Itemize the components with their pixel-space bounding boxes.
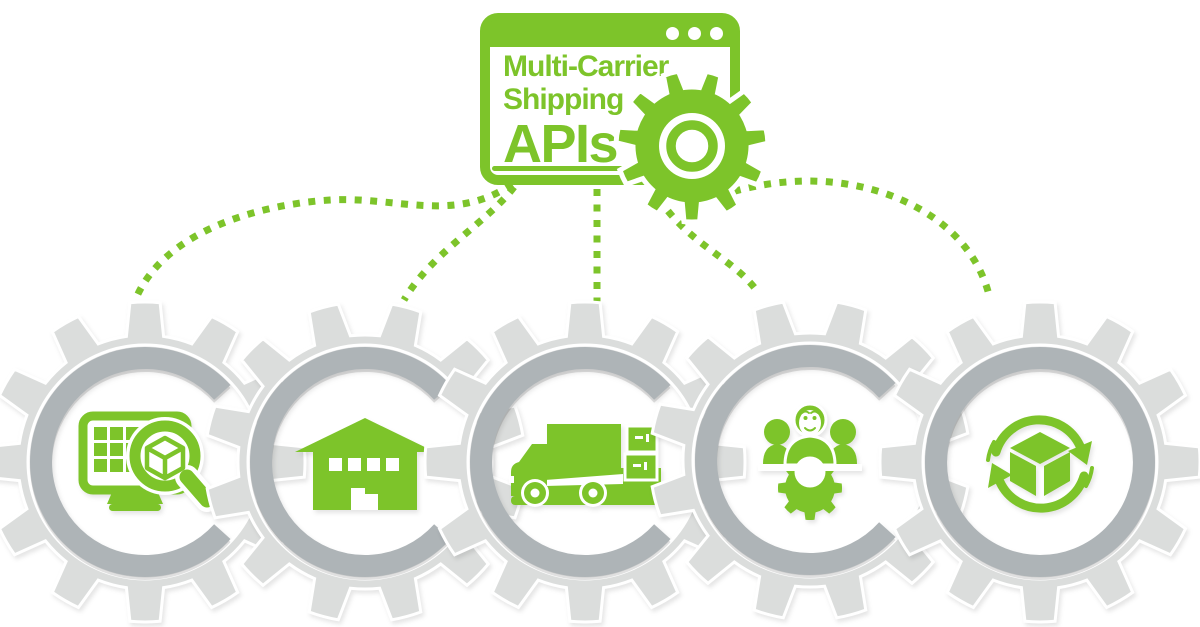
browser-titlebar bbox=[487, 20, 733, 47]
team-gear-icon bbox=[758, 402, 862, 521]
title-line-2: Shipping bbox=[503, 83, 624, 116]
gear-node-warehouse bbox=[205, 302, 525, 622]
cycle-arrow-bottom bbox=[995, 471, 1089, 513]
window-control-dot bbox=[688, 27, 701, 40]
half-gear-notch bbox=[794, 456, 826, 488]
truck-wheels bbox=[521, 479, 607, 507]
gear-icon bbox=[613, 68, 771, 225]
title-line-1: Multi-Carrier bbox=[503, 50, 669, 83]
gear-body bbox=[878, 300, 1200, 624]
inner-ring bbox=[695, 345, 896, 575]
gear-node-team bbox=[650, 300, 970, 620]
gear-body bbox=[423, 300, 747, 624]
package-cube bbox=[1010, 432, 1070, 496]
inner-ring bbox=[470, 347, 671, 577]
window-control-dot bbox=[666, 27, 679, 40]
window-control-dot bbox=[710, 27, 723, 40]
package-cycle-arrows-icon bbox=[986, 415, 1094, 513]
delivery-truck-boxes-icon bbox=[509, 424, 661, 507]
cycle-arrow-top bbox=[991, 415, 1085, 457]
gear-body bbox=[650, 300, 970, 620]
half-gear bbox=[777, 471, 843, 521]
monitor-package-search-icon bbox=[78, 411, 219, 512]
window-bottom-accent bbox=[492, 166, 644, 171]
gear-body bbox=[205, 302, 525, 622]
gear-node-shipping bbox=[423, 300, 747, 624]
package-cube-glyph bbox=[144, 435, 186, 481]
inner-ring-full bbox=[925, 347, 1155, 577]
inner-ring bbox=[250, 347, 451, 577]
warehouse-icon bbox=[295, 418, 435, 510]
title-line-3: APIs bbox=[503, 114, 619, 174]
gear-node-returns bbox=[878, 300, 1200, 624]
window-title: Multi-Carrier Shipping APIs bbox=[503, 50, 669, 174]
stacked-boxes bbox=[623, 424, 659, 482]
center-person-torso bbox=[783, 434, 837, 467]
connector-dotted-line-2 bbox=[400, 184, 517, 302]
api-gear-hub-ring bbox=[666, 120, 718, 172]
gear-node-tracking bbox=[0, 300, 307, 624]
gear-body bbox=[0, 300, 307, 624]
inner-ring bbox=[30, 347, 231, 577]
magnifier-handle bbox=[179, 469, 215, 508]
magnifier-lens bbox=[129, 420, 201, 492]
connector-dotted-line-1 bbox=[133, 181, 515, 298]
connector-dotted-line-4 bbox=[665, 208, 760, 294]
connector-dotted-line-5 bbox=[688, 177, 993, 296]
